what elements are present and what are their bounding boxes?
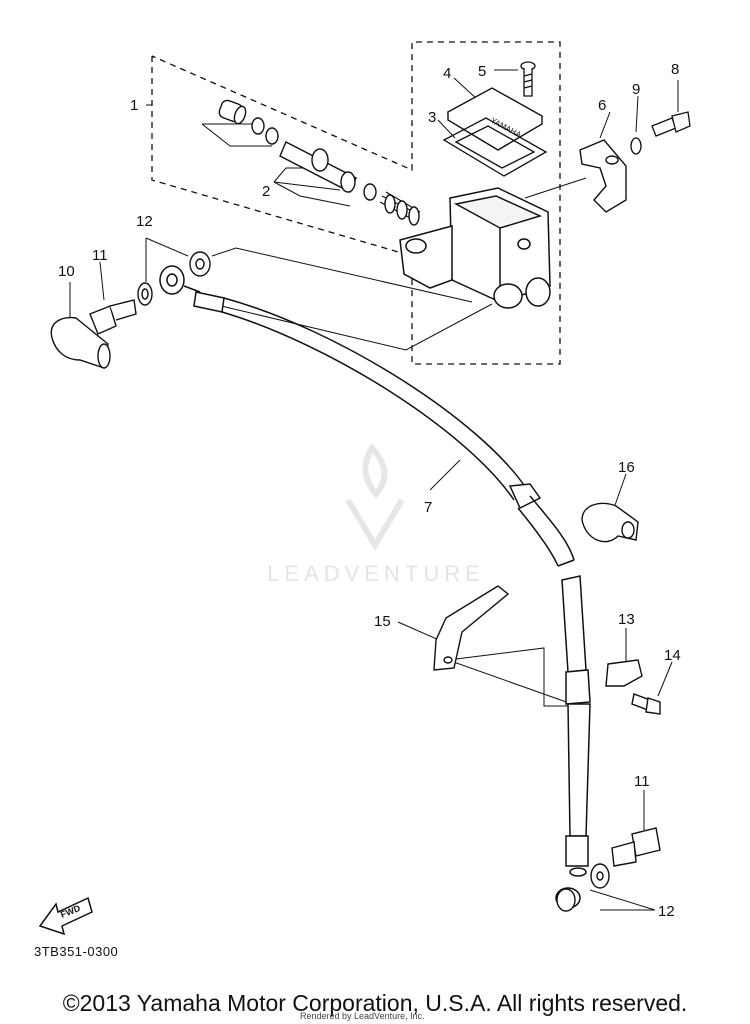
callout-11-bottom: 11	[634, 773, 650, 790]
callout-16: 16	[618, 459, 635, 476]
hose-clamp-16	[581, 502, 639, 543]
callout-5: 5	[478, 63, 486, 80]
piston-kit	[218, 99, 421, 226]
clip-13	[605, 659, 643, 687]
callout-12-top: 12	[136, 213, 153, 230]
callout-2: 2	[262, 183, 270, 200]
reservoir-cap: YAMAHA	[446, 87, 544, 151]
union-bolt-11-top	[89, 299, 137, 335]
callout-13: 13	[618, 611, 635, 628]
gaskets-12-top	[137, 251, 211, 306]
watermark-text: LEADVENTURE	[267, 561, 485, 586]
leader-lines	[69, 69, 679, 911]
callout-14: 14	[664, 647, 681, 664]
callout-8: 8	[671, 61, 679, 78]
callout-12-bottom: 12	[658, 903, 675, 920]
diagram-code: 3TB351-0300	[34, 944, 119, 959]
callout-1: 1	[130, 97, 138, 114]
callout-7: 7	[424, 499, 432, 516]
hose-guide-15	[433, 585, 510, 671]
rubber-cap-10	[50, 316, 111, 369]
callout-6: 6	[598, 97, 606, 114]
gaskets-12-bottom	[556, 863, 610, 912]
rendered-by-credit: Rendered by LeadVenture, Inc.	[300, 1011, 425, 1021]
callout-9: 9	[632, 81, 640, 98]
callout-labels: 1 2 3 4 5 6 7 8 9 10 11 12 16 15 13 14 1…	[58, 61, 681, 920]
washer-9	[630, 137, 642, 155]
assembly-boundary-dashed	[151, 41, 561, 365]
copyright-notice: ©2013 Yamaha Motor Corporation, U.S.A. A…	[62, 990, 688, 1016]
callout-10: 10	[58, 263, 75, 280]
lever-holder	[579, 139, 627, 213]
bolt-14	[631, 693, 661, 715]
watermark-logo	[345, 442, 405, 551]
cap-screw	[520, 61, 536, 97]
fwd-arrow-icon: FWD	[38, 896, 93, 936]
callout-15: 15	[374, 613, 391, 630]
callout-4: 4	[443, 65, 451, 82]
master-cylinder-body	[399, 187, 551, 309]
union-bolt-11-bottom	[611, 827, 661, 867]
callout-11-top: 11	[92, 247, 108, 264]
callout-3: 3	[428, 109, 436, 126]
diaphragm-gasket	[442, 117, 548, 177]
brake-hose-7	[159, 265, 591, 909]
bolt-8	[651, 111, 691, 137]
